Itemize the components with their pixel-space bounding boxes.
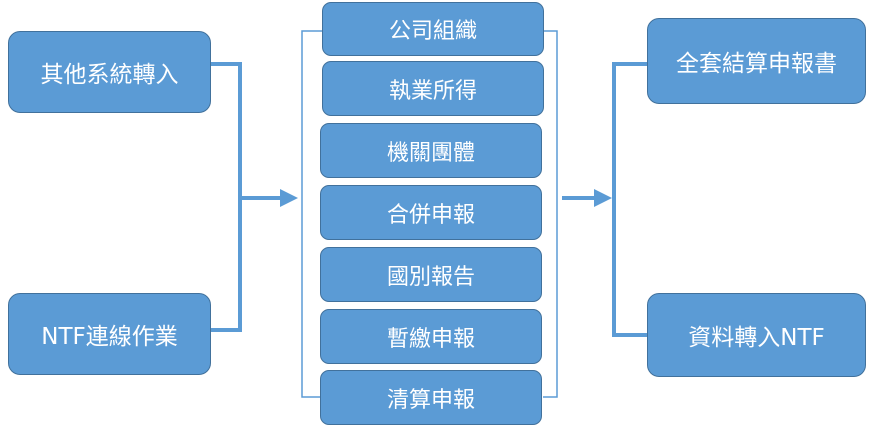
- category-label: 國別報告: [386, 264, 475, 290]
- input-other-system: 其他系統轉入: [8, 31, 211, 113]
- left-merge-connector: [210, 62, 242, 332]
- input-ntf-online: NTF連線作業: [8, 293, 211, 375]
- input-other-system-label: 其他系統轉入: [40, 62, 179, 88]
- category-consolidated: 合併申報: [320, 185, 542, 240]
- category-label: 暫繳申報: [386, 326, 475, 352]
- left-arrow-head: [280, 189, 298, 207]
- output-transfer-ntf-label: 資料轉入NTF: [688, 325, 825, 351]
- output-full-return: 全套結算申報書: [647, 18, 866, 104]
- category-bracket: [301, 30, 558, 398]
- input-ntf-online-label: NTF連線作業: [41, 324, 178, 350]
- output-transfer-ntf: 資料轉入NTF: [647, 293, 866, 377]
- category-institution: 機關團體: [320, 123, 542, 178]
- output-full-return-label: 全套結算申報書: [676, 51, 837, 77]
- right-split-connector: [612, 62, 647, 337]
- category-country-report: 國別報告: [320, 247, 542, 302]
- category-label: 公司組織: [388, 19, 477, 44]
- category-liquidation: 清算申報: [320, 370, 542, 425]
- category-label: 機關團體: [386, 140, 475, 166]
- category-practice-income: 執業所得: [322, 61, 544, 116]
- category-label: 合併申報: [386, 202, 475, 228]
- category-provisional: 暫繳申報: [320, 309, 542, 364]
- category-company-org: 公司組織: [322, 2, 544, 56]
- category-label: 清算申報: [386, 387, 475, 413]
- category-label: 執業所得: [388, 78, 477, 104]
- right-arrow-head: [594, 189, 612, 207]
